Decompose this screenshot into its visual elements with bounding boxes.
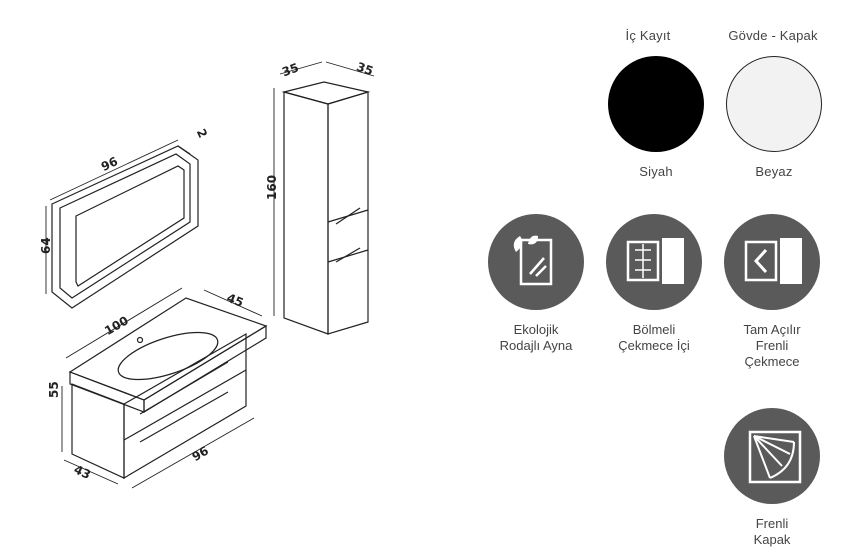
basin-width-label: 100 bbox=[102, 313, 131, 338]
feature-caption-full-extension: Tam Açılır Frenli Çekmece bbox=[712, 322, 832, 370]
soft-close-door-icon bbox=[724, 408, 820, 504]
full-extension-drawer-icon bbox=[724, 214, 820, 310]
caption-line: Ekolojik bbox=[513, 322, 559, 337]
mirror-width-label: 96 bbox=[99, 154, 120, 174]
unit-height-label: 55 bbox=[47, 381, 61, 398]
caption-line: Tam Açılır bbox=[743, 322, 801, 337]
caption-line: Frenli bbox=[755, 338, 789, 353]
cabinet-height-label: 160 bbox=[265, 175, 279, 200]
inner-color-heading: İç Kayıt bbox=[625, 28, 671, 43]
mirror-depth-label: 2 bbox=[194, 127, 210, 140]
mirror-drawing bbox=[45, 139, 199, 309]
caption-line: Kapak bbox=[753, 532, 791, 547]
body-color-heading: Gövde - Kapak bbox=[728, 28, 818, 43]
drawer-divider-icon bbox=[606, 214, 702, 310]
white-swatch bbox=[726, 56, 822, 152]
caption-line: Frenli bbox=[755, 516, 789, 531]
caption-line: Rodajlı Ayna bbox=[499, 338, 573, 353]
caption-line: Çekmece bbox=[744, 354, 800, 369]
feature-caption-drawer-divider: Bölmeli Çekmece İçi bbox=[594, 322, 714, 354]
cabinet-depth-label: 35 bbox=[355, 59, 375, 78]
basin-depth-label: 45 bbox=[225, 291, 246, 310]
cabinet-width-label: 35 bbox=[280, 60, 300, 79]
mirror-height-label: 64 bbox=[39, 237, 53, 254]
inner-color-name: Siyah bbox=[639, 164, 673, 179]
tall-cabinet-drawing bbox=[273, 61, 375, 335]
feature-caption-soft-close: Frenli Kapak bbox=[712, 516, 832, 548]
unit-width-label: 96 bbox=[190, 444, 211, 464]
black-swatch bbox=[608, 56, 704, 152]
unit-depth-label: 43 bbox=[72, 462, 93, 482]
feature-caption-eco-mirror: Ekolojik Rodajlı Ayna bbox=[476, 322, 596, 354]
caption-line: Bölmeli bbox=[632, 322, 676, 337]
caption-line: Çekmece İçi bbox=[618, 338, 690, 353]
vanity-unit-drawing bbox=[61, 287, 268, 489]
body-color-name: Beyaz bbox=[755, 164, 793, 179]
eco-mirror-icon bbox=[488, 214, 584, 310]
